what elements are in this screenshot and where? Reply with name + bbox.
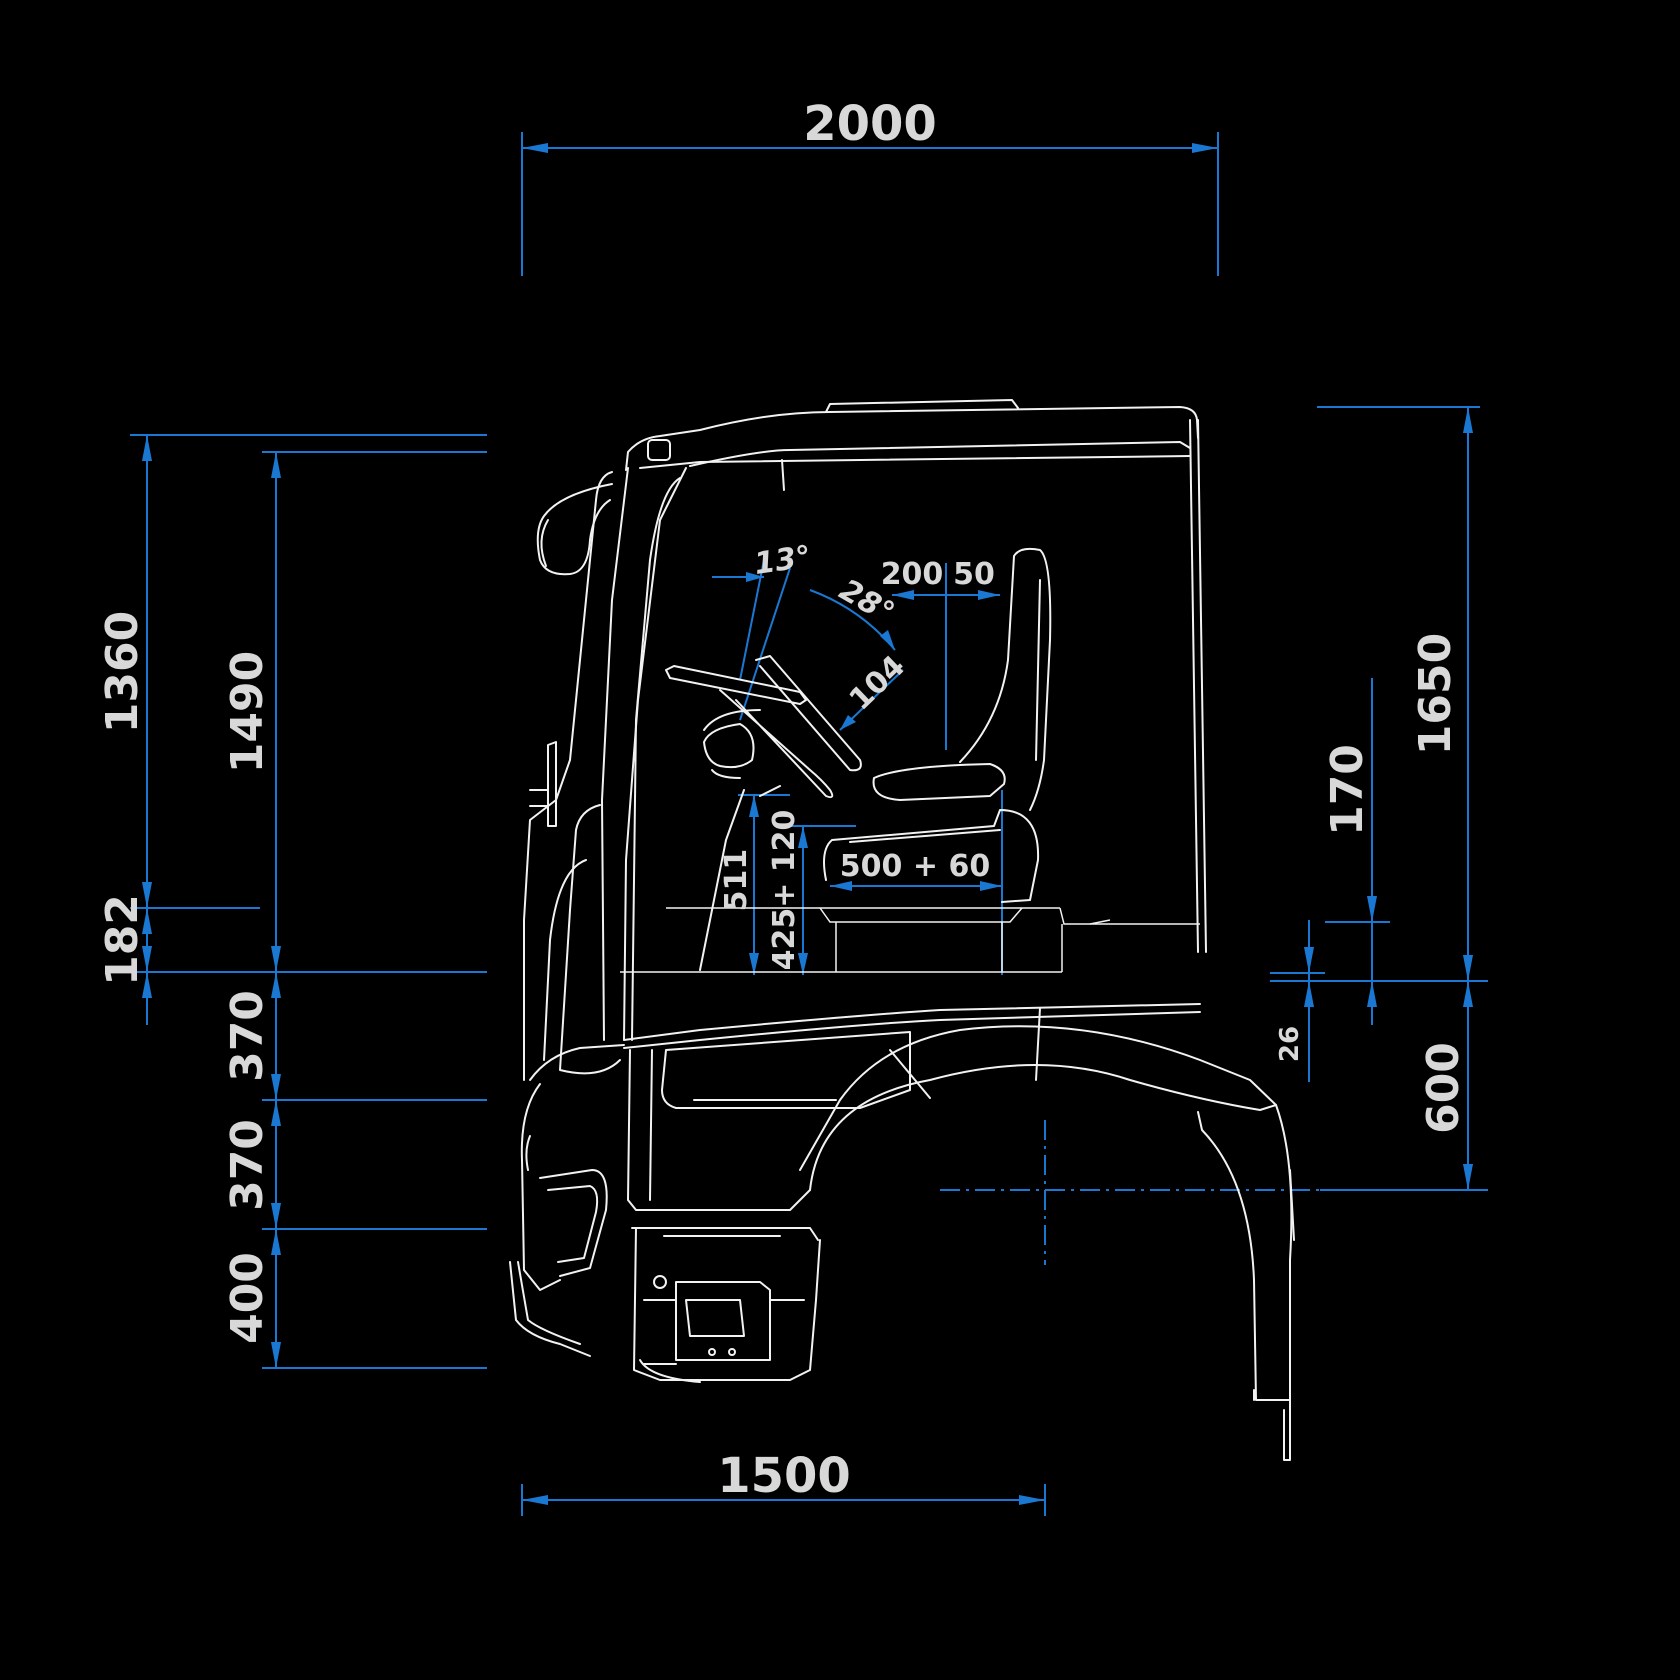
right-total-dimension: [1270, 406, 1488, 1191]
step-middle-label: 370: [222, 1119, 273, 1211]
seat-height-label: 425+ 120: [767, 810, 802, 971]
left-step-label: 182: [97, 894, 148, 986]
right-floor-dimension: [1304, 920, 1314, 1082]
cab-outline: [509, 399, 1295, 1461]
wheel-tilt-label: 13°: [752, 539, 813, 582]
pedal-height-label: 511: [719, 849, 754, 912]
left-reference-lines: [130, 434, 487, 1369]
wheel-offset-label: 104: [843, 649, 912, 718]
right-roof-dimension: [1367, 678, 1377, 1025]
bottom-width-dimension: [521, 1484, 1046, 1516]
right-floor-label: 26: [1275, 1026, 1305, 1062]
right-axle-label: 600: [1418, 1042, 1469, 1134]
height-interior-label: 1490: [222, 651, 273, 773]
step-upper-label: 370: [222, 990, 273, 1082]
step-lower-label: 400: [222, 1252, 273, 1344]
right-roof-label: 170: [1322, 744, 1373, 836]
bottom-width-label: 1500: [717, 1448, 851, 1504]
top-width-dimension: [521, 132, 1219, 276]
wheel-axis: [940, 1120, 1490, 1265]
seat-fore-label: 200: [881, 557, 944, 592]
left-total-dimension: [142, 435, 152, 1025]
seat-travel-label: 500 + 60: [840, 849, 990, 884]
left-height-dimension: [271, 452, 281, 1368]
right-total-label: 1650: [1410, 633, 1461, 755]
seat-aft-label: 50: [953, 557, 995, 592]
interior-dimensions: [712, 559, 1003, 975]
top-width-label: 2000: [803, 96, 937, 152]
left-total-label: 1360: [97, 611, 148, 733]
